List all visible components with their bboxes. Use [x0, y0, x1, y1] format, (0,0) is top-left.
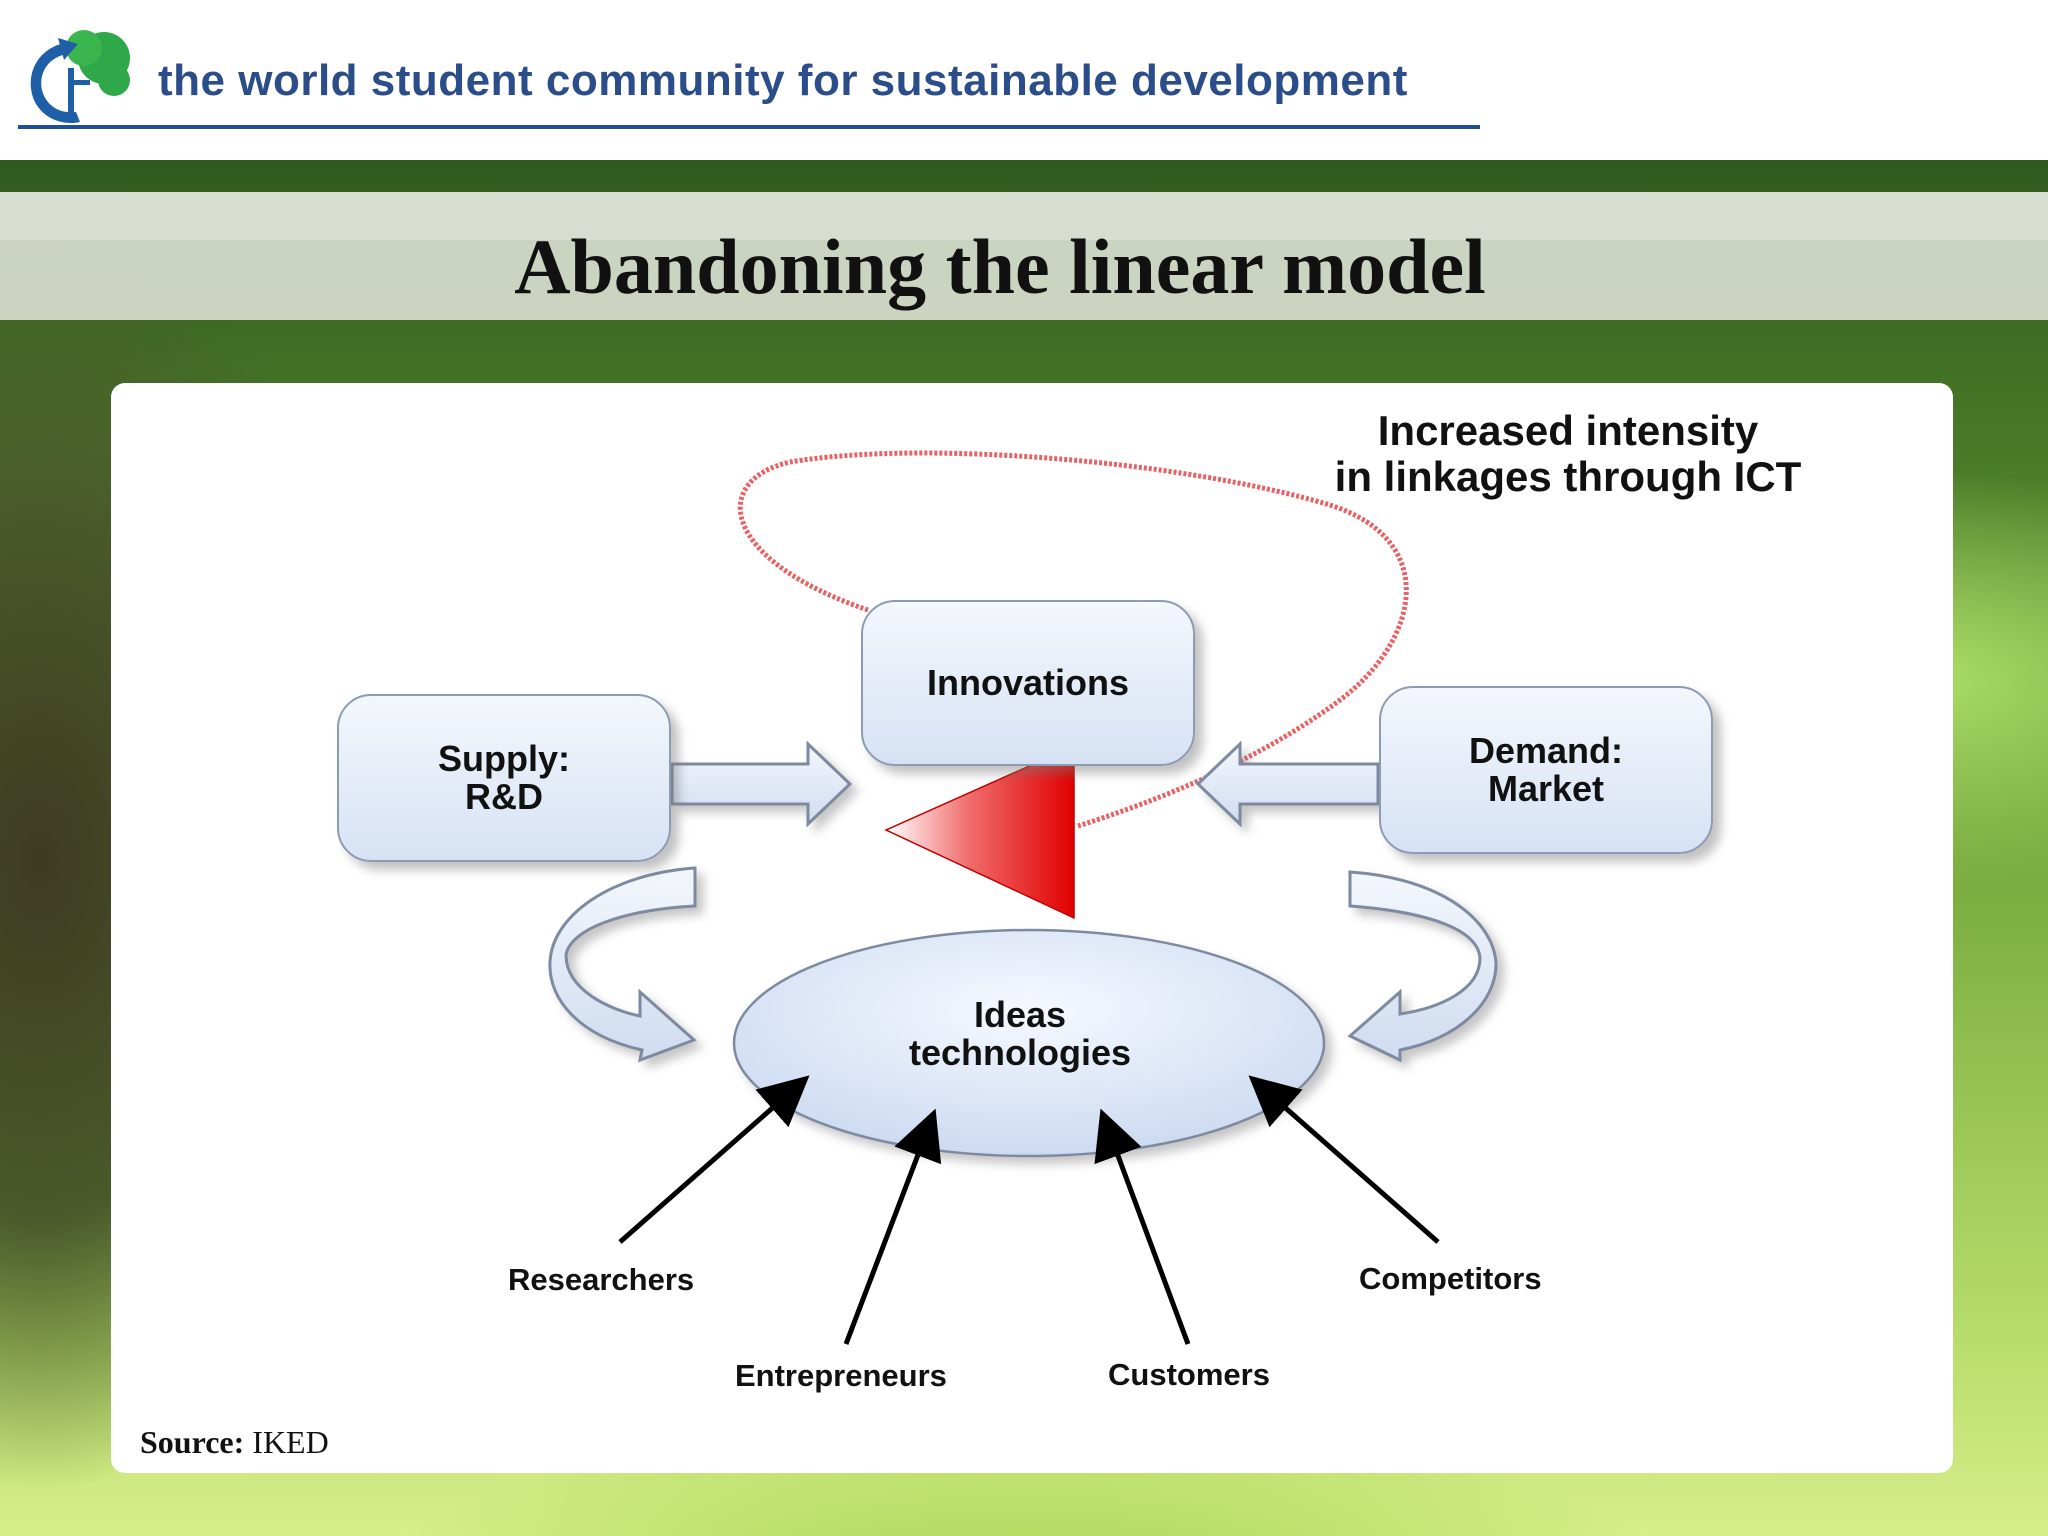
source-note: Source: IKED [140, 1424, 329, 1461]
title-band-highlight [0, 192, 2048, 240]
source-label: Source: [140, 1424, 245, 1460]
ict-label-line2: in linkages through ICT [1334, 453, 1802, 500]
entrepreneurs-label: Entrepreneurs [735, 1358, 947, 1393]
researchers-label: Researchers [508, 1262, 695, 1297]
demand-arrow [1195, 740, 1380, 828]
diagram-panel [111, 383, 1953, 1473]
ideas-label: Ideas technologies [830, 996, 1210, 1072]
title-band [0, 192, 2048, 320]
innovations-label: Innovations [926, 662, 1129, 703]
source-value: IKED [252, 1424, 329, 1460]
demand-label-line2: Market [1487, 768, 1605, 809]
ideas-ellipse [732, 928, 1326, 1158]
competitors-label: Competitors [1359, 1261, 1542, 1296]
right-curved-arrow [1347, 870, 1498, 1063]
supply-label-line1: Supply: [438, 738, 570, 779]
header-rule [18, 125, 1480, 129]
ideas-label-line2: technologies [908, 1032, 1132, 1073]
competitors-arrow [1248, 1075, 1440, 1244]
supply-arrow [670, 740, 853, 828]
ideas-label-line1: Ideas [973, 994, 1067, 1035]
logo-icon [30, 30, 130, 124]
innovations-box: Innovations [861, 600, 1195, 766]
tagline: the world student community for sustaina… [158, 56, 1408, 105]
red-triangle [884, 744, 1075, 920]
demand-label-line1: Demand: [1468, 730, 1624, 771]
ict-label-line1: Increased intensity [1377, 407, 1759, 454]
left-curved-arrow [548, 866, 697, 1063]
supply-label-line2: R&D [465, 776, 543, 817]
ict-label: Increased intensity in linkages through … [1308, 408, 1828, 500]
customers-arrow [1094, 1108, 1191, 1345]
entrepreneurs-arrow [843, 1108, 942, 1345]
researchers-arrow [618, 1075, 810, 1244]
customers-label: Customers [1108, 1357, 1270, 1392]
slide-title: Abandoning the linear model [514, 223, 1486, 310]
header: the world student community for sustaina… [0, 0, 2048, 160]
demand-box: Demand: Market [1379, 686, 1713, 854]
supply-box: Supply: R&D [337, 694, 671, 862]
